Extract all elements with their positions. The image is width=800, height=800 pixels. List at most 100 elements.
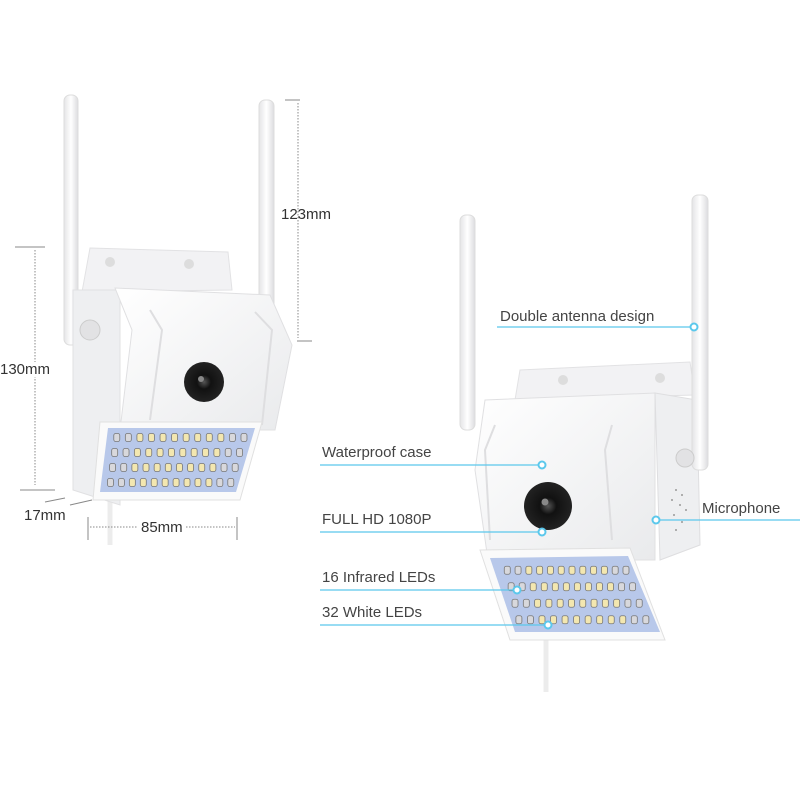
led <box>216 478 224 487</box>
led <box>573 615 581 625</box>
led <box>590 565 598 575</box>
camera-housing <box>474 392 656 561</box>
led <box>205 433 213 442</box>
led <box>629 582 637 592</box>
led <box>596 615 604 625</box>
led <box>205 478 213 487</box>
callout-dots <box>512 322 699 630</box>
led <box>171 433 178 442</box>
led <box>194 478 202 487</box>
callout-antenna: Double antenna design <box>500 308 655 325</box>
callout-microphone: Microphone <box>702 500 781 517</box>
led <box>568 565 576 575</box>
led <box>557 565 565 575</box>
led <box>503 565 511 575</box>
callout-dot <box>543 620 553 630</box>
antenna-left <box>63 94 79 346</box>
callout-waterproof-case: Waterproof case <box>322 444 432 461</box>
led <box>538 615 546 625</box>
led <box>561 615 569 625</box>
mount-plate <box>514 361 696 401</box>
led <box>153 463 161 472</box>
led <box>600 565 608 575</box>
led <box>213 448 221 457</box>
led <box>161 478 169 487</box>
led <box>611 565 619 575</box>
led <box>179 448 187 457</box>
led <box>227 478 235 487</box>
mount-plate <box>81 247 233 293</box>
antenna-left <box>459 214 476 431</box>
height-dimension-label: 130mm <box>0 361 51 378</box>
led <box>550 615 557 625</box>
led <box>584 615 592 625</box>
led <box>229 433 236 442</box>
led <box>619 615 627 625</box>
led <box>525 565 533 575</box>
callout-lines <box>320 326 800 626</box>
callout-dot <box>651 515 661 525</box>
width-dimension-label: 85mm <box>138 520 186 535</box>
led <box>107 478 114 487</box>
led <box>529 582 537 592</box>
led <box>198 463 206 472</box>
led <box>118 478 125 487</box>
led <box>514 565 522 575</box>
led <box>190 448 198 457</box>
led <box>183 478 191 487</box>
led <box>217 433 225 442</box>
callout-dot <box>537 460 547 470</box>
led-grid <box>107 433 248 487</box>
led-panel <box>490 556 660 632</box>
led <box>124 433 132 442</box>
led <box>562 582 570 592</box>
led <box>133 448 141 457</box>
led <box>624 598 632 608</box>
led <box>209 463 217 472</box>
led-panel <box>100 428 255 492</box>
led <box>607 615 615 625</box>
led <box>156 448 164 457</box>
led <box>224 448 232 457</box>
led <box>111 448 119 457</box>
callout-dot <box>512 585 522 595</box>
led <box>635 598 643 608</box>
led <box>164 463 172 472</box>
led <box>613 598 621 608</box>
led <box>150 478 158 487</box>
led <box>585 582 592 592</box>
led <box>240 433 248 442</box>
led <box>159 433 167 442</box>
led <box>168 448 175 457</box>
camera-lens <box>524 482 572 530</box>
led <box>551 582 559 592</box>
led <box>122 448 130 457</box>
callout-infrared-leds: 16 Infrared LEDs <box>322 569 436 586</box>
led <box>536 565 544 575</box>
antenna-right <box>691 194 709 471</box>
led <box>601 598 609 608</box>
led <box>534 598 542 608</box>
led <box>515 615 523 625</box>
led <box>579 565 587 575</box>
led <box>113 433 121 442</box>
depth-dimension-label: 17mm <box>24 507 66 524</box>
callout-resolution: FULL HD 1080P <box>322 511 432 528</box>
led <box>607 582 614 592</box>
led <box>231 463 239 472</box>
led <box>642 615 650 625</box>
led <box>618 582 625 592</box>
led <box>527 615 534 625</box>
led <box>568 598 575 608</box>
led <box>522 598 530 608</box>
led <box>131 463 139 472</box>
led <box>573 582 581 592</box>
callout-dot <box>689 322 699 332</box>
led <box>109 463 116 472</box>
led <box>202 448 209 457</box>
led <box>145 448 153 457</box>
led <box>139 478 147 487</box>
led <box>622 565 630 575</box>
antenna-height-dimension-label: 123mm <box>281 206 332 223</box>
